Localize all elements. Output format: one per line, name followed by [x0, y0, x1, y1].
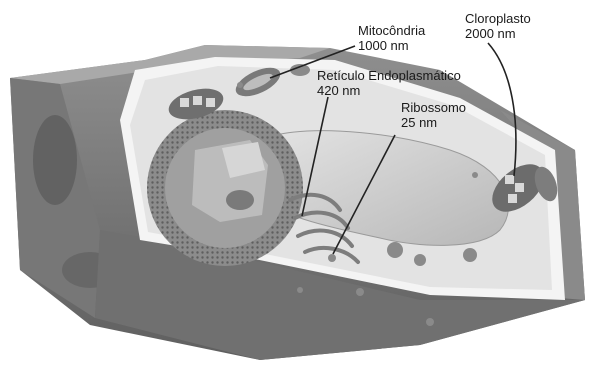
- label-reticulo: Retículo Endoplasmático 420 nm: [317, 68, 461, 98]
- label-ribossomo-size: 25 nm: [401, 115, 466, 130]
- label-ribossomo: Ribossomo 25 nm: [401, 100, 466, 130]
- label-reticulo-name: Retículo Endoplasmático: [317, 68, 461, 83]
- nucleus: [147, 110, 303, 266]
- label-mitocondria: Mitocôndria 1000 nm: [358, 23, 425, 53]
- label-mitocondria-size: 1000 nm: [358, 38, 425, 53]
- label-cloroplasto: Cloroplasto 2000 nm: [465, 11, 531, 41]
- label-ribossomo-name: Ribossomo: [401, 100, 466, 115]
- label-reticulo-size: 420 nm: [317, 83, 461, 98]
- label-mitocondria-name: Mitocôndria: [358, 23, 425, 38]
- label-cloroplasto-size: 2000 nm: [465, 26, 531, 41]
- label-cloroplasto-name: Cloroplasto: [465, 11, 531, 26]
